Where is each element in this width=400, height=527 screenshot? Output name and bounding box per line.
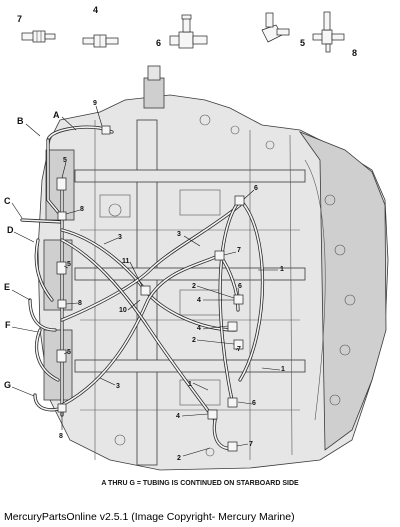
callout-7-middle: 7 bbox=[237, 346, 241, 353]
callout-7-upper: 7 bbox=[237, 247, 241, 254]
callout-8-lower: 8 bbox=[59, 433, 63, 440]
callout-4-middle: 4 bbox=[197, 325, 201, 332]
callout-6-middle: 6 bbox=[238, 283, 242, 290]
callout-G: G bbox=[4, 380, 11, 390]
callout-5-upper: 5 bbox=[63, 157, 67, 164]
fuel-line-diagram: 7 4 6 5 8 bbox=[4, 5, 389, 471]
callout-4-upper: 4 bbox=[197, 297, 201, 304]
copyright-caption: MercuryPartsOnline v2.5.1 (Image Copyrig… bbox=[4, 511, 295, 523]
callout-9: 9 bbox=[93, 100, 97, 107]
callout-2-middle: 2 bbox=[192, 337, 196, 344]
callout-F: F bbox=[5, 320, 11, 330]
fitting-8-label: 8 bbox=[352, 48, 357, 58]
callout-labels: A B C D E F G 9 5 8 3 5 8 11 10 5 3 8 6 … bbox=[4, 100, 285, 462]
callout-3-lower-left: 3 bbox=[116, 383, 120, 390]
fitting-5-elbow-icon bbox=[261, 12, 290, 43]
callout-A: A bbox=[53, 110, 60, 120]
callout-6-lower: 6 bbox=[252, 400, 256, 407]
callout-C: C bbox=[4, 196, 11, 206]
callout-5-lower: 5 bbox=[67, 349, 71, 356]
fitting-4-icon bbox=[82, 34, 119, 48]
callout-1-upper: 1 bbox=[280, 266, 284, 273]
fitting-7-icon bbox=[21, 30, 56, 43]
callout-B: B bbox=[17, 116, 24, 126]
callout-7-lower: 7 bbox=[249, 441, 253, 448]
hose-fittings bbox=[56, 125, 245, 452]
callout-8-middle: 8 bbox=[78, 300, 82, 307]
fitting-5-label: 5 bbox=[300, 38, 305, 48]
callout-11: 11 bbox=[122, 258, 130, 265]
fitting-4-label: 4 bbox=[93, 5, 98, 15]
engine-block bbox=[37, 65, 389, 471]
callout-10: 10 bbox=[119, 307, 127, 314]
fitting-6-tee-icon bbox=[169, 14, 208, 49]
callout-5-middle: 5 bbox=[67, 261, 71, 268]
callout-3-upper-left: 3 bbox=[118, 234, 122, 241]
callout-E: E bbox=[4, 282, 10, 292]
diagram-footnote: A THRU G = TUBING IS CONTINUED ON STARBO… bbox=[101, 480, 299, 487]
fitting-8-tee-icon bbox=[312, 11, 345, 53]
callout-1-middle: 1 bbox=[281, 366, 285, 373]
callout-3-right: 3 bbox=[177, 231, 181, 238]
callout-D: D bbox=[7, 225, 14, 235]
callout-4-lower: 4 bbox=[176, 413, 180, 420]
fitting-7-label: 7 bbox=[17, 14, 22, 24]
leader-lines bbox=[11, 105, 281, 457]
callout-8-upper: 8 bbox=[80, 206, 84, 213]
callout-2-lower: 2 bbox=[177, 455, 181, 462]
callout-6-upper: 6 bbox=[254, 185, 258, 192]
callout-1-lower: 1 bbox=[188, 381, 192, 388]
fitting-6-label: 6 bbox=[156, 38, 161, 48]
callout-2-upper: 2 bbox=[192, 283, 196, 290]
